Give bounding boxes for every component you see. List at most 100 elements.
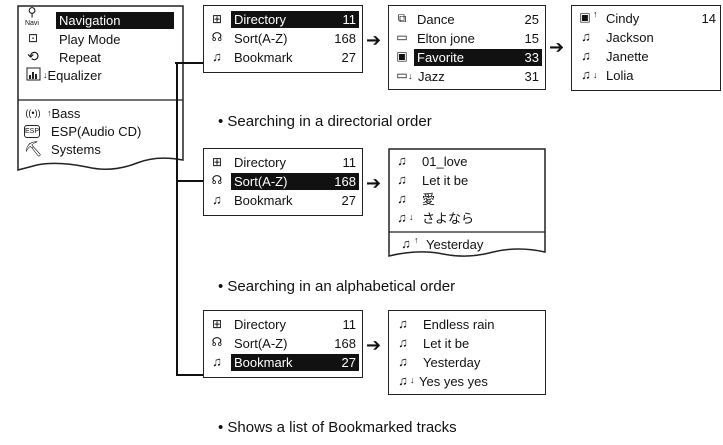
track-label: Lolia (606, 68, 634, 83)
bookmark-icon: ♫ (212, 192, 222, 207)
caption-bookmark: • Shows a list of Bookmarked tracks (218, 419, 457, 436)
track-item[interactable]: Jackson (606, 29, 716, 46)
nav-item-directory[interactable]: Directory 11 (231, 11, 359, 28)
nav-item-bookmark[interactable]: Bookmark 27 (231, 192, 359, 209)
folder-icon: ▭ (396, 30, 408, 44)
nav-item-label: Bookmark (234, 355, 293, 370)
track-item[interactable]: 01_love (422, 153, 537, 170)
nav-item-label: Sort(A-Z) (234, 174, 288, 189)
menu-item-label: Systems (51, 142, 101, 157)
nav-item-directory[interactable]: Directory 11 (231, 316, 359, 333)
music-note-icon: ♫ (398, 373, 408, 388)
directory-item-dance[interactable]: Dance 25 (414, 11, 542, 28)
folder-open-icon: ▣ (579, 10, 591, 24)
menu-item-label: Navigation (59, 13, 121, 28)
nav-menu-bookmark: ⊞ Directory 11 ☊ Sort(A-Z) 168 ♫ Bookmar… (203, 310, 363, 378)
music-note-icon: ♫ (398, 335, 408, 350)
directory-item-jazz[interactable]: ↓ Jazz 31 (408, 68, 542, 85)
main-menu-outline (17, 5, 184, 171)
scroll-down-icon: ↓ (593, 70, 598, 80)
navi-icon: ⚲Navi (24, 5, 39, 27)
track-item[interactable]: 愛 (422, 191, 537, 208)
track-label: Yesterday (423, 355, 481, 370)
caption-directory: • Searching in a directorial order (218, 113, 432, 130)
menu-item-esp[interactable]: ESP(Audio CD) (51, 123, 176, 140)
nav-menu-directory: ⊞ Directory 11 ☊ Sort(A-Z) 168 ♫ Bookmar… (203, 5, 363, 73)
menu-item-play-mode[interactable]: Play Mode (56, 31, 174, 48)
systems-icon: ⛏ (24, 141, 44, 158)
bookmark-icon: ♫ (212, 49, 222, 64)
nav-item-label: Directory (234, 12, 287, 27)
track-item[interactable]: Cindy (606, 10, 716, 27)
sort-icon: ☊ (211, 335, 223, 349)
nav-item-sort[interactable]: Sort(A-Z) 168 (231, 335, 359, 352)
favorite-tracks-list: ▣ ↑ Cindy 14 ♫ Jackson ♫ Janette ♫ ↓ Lol… (571, 5, 721, 91)
directory-item-label: Favorite (417, 50, 464, 65)
menu-item-label: ESP(Audio CD) (51, 124, 142, 139)
folder-icon: ▭ (396, 68, 408, 82)
menu-item-repeat[interactable]: Repeat (56, 49, 174, 66)
track-label: Cindy (606, 11, 640, 26)
scroll-down-icon: ↓ (43, 70, 48, 80)
music-note-icon: ♫ (398, 316, 408, 331)
connector-vertical (176, 62, 178, 376)
music-note-icon: ♫ (581, 29, 591, 44)
nav-item-sort[interactable]: Sort(A-Z) 168 (231, 30, 359, 47)
track-item[interactable]: さよなら (422, 210, 537, 227)
track-item[interactable]: Lolia (606, 67, 716, 84)
directory-icon: ⊞ (211, 12, 223, 26)
nav-item-directory[interactable]: Directory 11 (231, 154, 359, 171)
track-item[interactable]: Let it be (422, 172, 537, 189)
track-label: Let it be (423, 336, 470, 351)
menu-item-navigation[interactable]: Navigation (56, 12, 174, 29)
directory-item-favorite[interactable]: Favorite 33 (414, 49, 542, 66)
esp-icon: ESP (24, 125, 40, 138)
directory-item-elton-jone[interactable]: Elton jone 15 (414, 30, 542, 47)
nav-item-count: 168 (334, 31, 356, 46)
directory-icon: ⊞ (211, 155, 223, 169)
track-item[interactable]: Yesterday (423, 354, 541, 371)
menu-item-equalizer[interactable]: ↓Equalizer (43, 67, 173, 84)
nav-item-label: Bookmark (234, 50, 293, 65)
caption-sort: • Searching in an alphabetical order (218, 278, 456, 295)
track-label: Janette (606, 49, 649, 64)
directory-item-label: Dance (417, 12, 455, 27)
track-item[interactable]: Janette (606, 48, 716, 65)
track-label: Let it be (422, 173, 469, 188)
directory-item-count: 31 (524, 69, 539, 84)
nav-item-bookmark[interactable]: Bookmark 27 (231, 49, 359, 66)
nav-item-label: Directory (234, 155, 287, 170)
track-label: Yes yes yes (419, 374, 488, 389)
navi-icon-text: Navi (24, 20, 39, 27)
caption-text: Searching in an alphabetical order (227, 278, 456, 295)
arrow-right-icon: ➔ (549, 37, 565, 57)
track-item[interactable]: Yes yes yes (419, 373, 541, 390)
arrow-right-icon: ➔ (366, 173, 382, 193)
music-note-icon: ♫ (397, 191, 407, 206)
sort-icon: ☊ (211, 30, 223, 44)
directory-item-count: 33 (524, 50, 539, 65)
track-item[interactable]: Let it be (423, 335, 541, 352)
nav-item-count: 27 (341, 355, 356, 370)
sort-list-outline (388, 148, 546, 257)
track-item[interactable]: Endless rain (423, 316, 541, 333)
menu-item-bass[interactable]: ↑Bass (47, 105, 172, 122)
scroll-up-icon: ↑ (593, 9, 598, 19)
scroll-down-icon: ↓ (410, 375, 415, 385)
track-item[interactable]: Yesterday (426, 236, 536, 253)
menu-item-systems[interactable]: Systems (51, 141, 176, 158)
main-menu-panel: ⚲Navi Navigation ⊡ Play Mode ⟲ Repeat ↓E… (17, 5, 184, 177)
nav-item-bookmark[interactable]: Bookmark 27 (231, 354, 359, 371)
nav-item-count: 11 (342, 155, 357, 170)
track-label: 愛 (422, 192, 436, 207)
caption-text: Searching in a directorial order (227, 113, 432, 130)
sort-icon: ☊ (211, 173, 223, 187)
scroll-up-icon: ↑ (414, 235, 419, 245)
arrow-right-icon: ➔ (366, 30, 382, 50)
nav-item-label: Sort(A-Z) (234, 31, 288, 46)
nav-menu-sort: ⊞ Directory 11 ☊ Sort(A-Z) 168 ♫ Bookmar… (203, 148, 363, 216)
track-label: さよなら (422, 211, 475, 226)
equalizer-icon (25, 67, 41, 82)
nav-item-sort[interactable]: Sort(A-Z) 168 (231, 173, 359, 190)
music-note-icon: ♫ (581, 67, 591, 82)
